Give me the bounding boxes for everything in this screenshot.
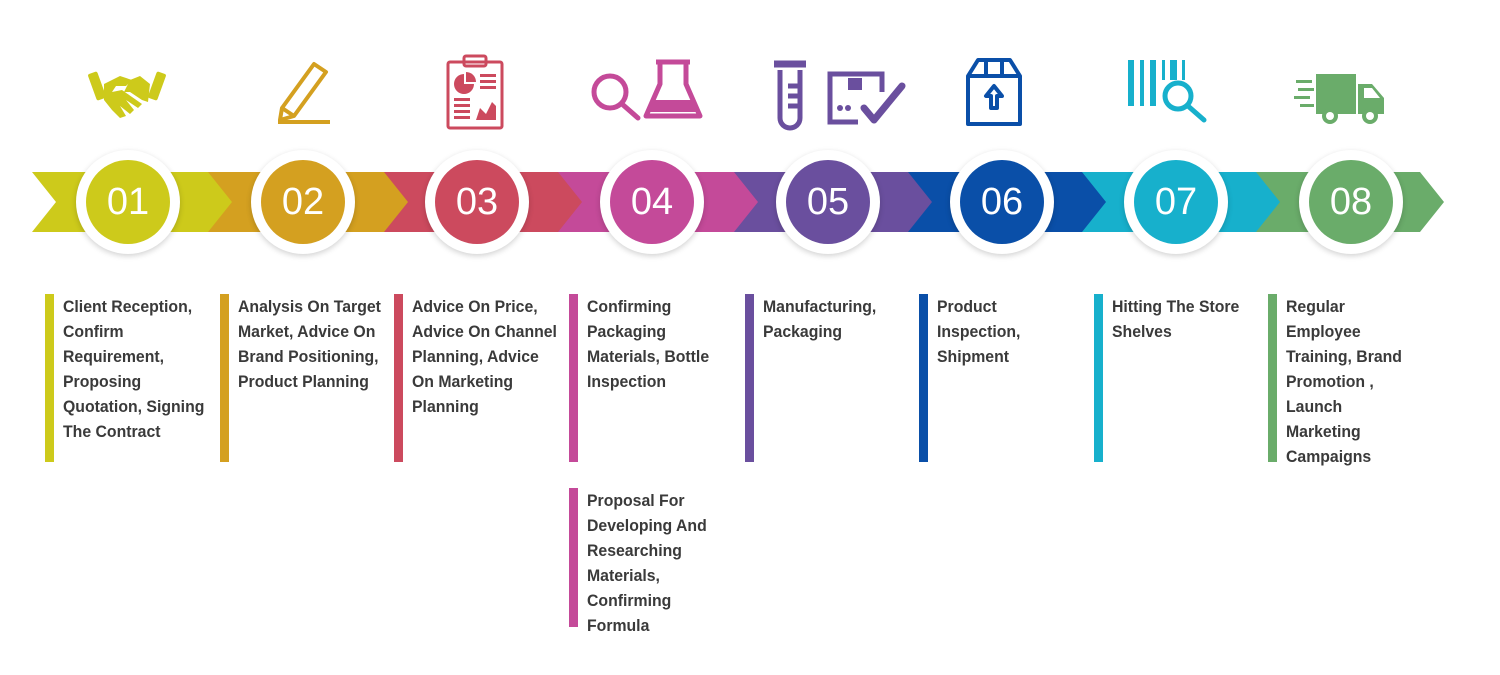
delivery-truck-icon: [1294, 74, 1384, 124]
step-text: Regular Employee Training, Brand Promoti…: [1286, 297, 1402, 466]
step-number-badge: 05: [776, 150, 880, 254]
step-description-02: Analysis On Target Market, Advice On Bra…: [220, 294, 390, 462]
step-description-06: Product Inspection, Shipment: [919, 294, 1089, 462]
step-description-04: Confirming Packaging Materials, Bottle I…: [569, 294, 739, 462]
accent-bar: [1094, 294, 1103, 462]
accent-bar: [1268, 294, 1277, 462]
process-timeline: [32, 172, 1444, 232]
step-description-07: Hitting The Store Shelves: [1094, 294, 1264, 462]
clipboard-report-icon: [446, 54, 504, 130]
pencil-icon: [278, 62, 330, 124]
accent-bar: [919, 294, 928, 462]
step-description-08: Regular Employee Training, Brand Promoti…: [1268, 294, 1438, 466]
accent-bar: [745, 294, 754, 462]
step-number-badge: 01: [76, 150, 180, 254]
accent-bar: [569, 294, 578, 462]
step-number-badge: 04: [600, 150, 704, 254]
package-icon: [966, 58, 1022, 126]
accent-bar: [394, 294, 403, 462]
step-text: Analysis On Target Market, Advice On Bra…: [238, 297, 381, 391]
step-number-badge: 02: [251, 150, 355, 254]
step-number-badge: 06: [950, 150, 1054, 254]
step-text: Proposal For Developing And Researching …: [587, 491, 707, 635]
step-text: Product Inspection, Shipment: [937, 297, 1021, 366]
accent-bar: [569, 488, 578, 627]
step-number-badge: 08: [1299, 150, 1403, 254]
step-description-04b: Proposal For Developing And Researching …: [569, 488, 739, 635]
step-text: Hitting The Store Shelves: [1112, 297, 1240, 341]
step-text: Advice On Price, Advice On Channel Plann…: [412, 297, 557, 416]
step-text: Client Reception, Confirm Requirement, P…: [63, 297, 205, 441]
step-description-03: Advice On Price, Advice On Channel Plann…: [394, 294, 564, 462]
step-description-05: Manufacturing, Packaging: [745, 294, 915, 462]
accent-bar: [220, 294, 229, 462]
step-text: Confirming Packaging Materials, Bottle I…: [587, 297, 710, 391]
step-number-badge: 07: [1124, 150, 1228, 254]
accent-bar: [45, 294, 54, 462]
handshake-icon: [88, 71, 166, 118]
barcode-search-icon: [1128, 60, 1207, 123]
step-description-01: Client Reception, Confirm Requirement, P…: [45, 294, 215, 462]
step-text: Manufacturing, Packaging: [763, 297, 877, 341]
step-number-badge: 03: [425, 150, 529, 254]
test-tube-box-check-icon: [774, 60, 906, 131]
magnifier-flask-icon: [591, 59, 703, 121]
